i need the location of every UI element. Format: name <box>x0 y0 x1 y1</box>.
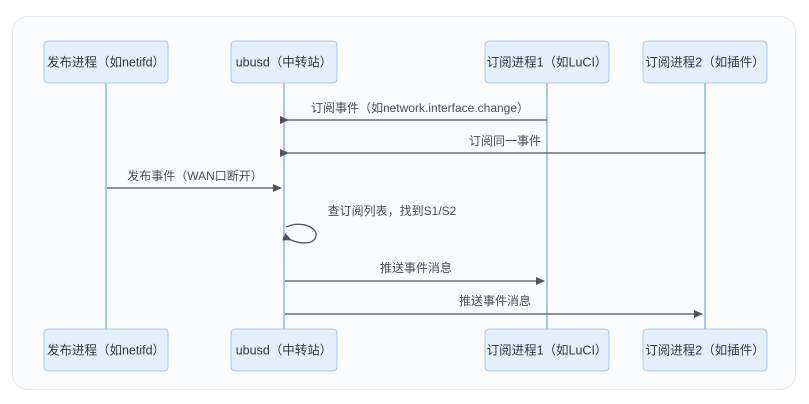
actor-bottom-publisher-label: 发布进程（如netifd） <box>47 342 165 357</box>
actor-bottom-subscriber1-label: 订阅进程1（如LuCI） <box>487 342 608 357</box>
actor-boxes-top: 发布进程（如netifd） ubusd（中转站） 订阅进程1（如LuCI） 订阅… <box>43 40 768 84</box>
actor-top-ubusd-box <box>230 40 338 84</box>
actor-top-ubusd[interactable]: ubusd（中转站） <box>230 40 338 84</box>
actor-top-subscriber2-box <box>642 40 768 84</box>
message-5[interactable]: 推送事件消息 <box>285 260 545 285</box>
actor-top-subscriber1[interactable]: 订阅进程1（如LuCI） <box>484 40 610 84</box>
actor-top-subscriber1-box <box>484 40 610 84</box>
actor-top-subscriber1-label: 订阅进程1（如LuCI） <box>487 54 608 69</box>
actor-bottom-subscriber2[interactable]: 订阅进程2（如插件） <box>642 328 768 372</box>
message-2-label: 订阅同一事件 <box>469 134 541 148</box>
message-1-label: 订阅事件（如network.interface.change） <box>311 100 529 115</box>
actor-bottom-ubusd-box <box>230 328 338 372</box>
message-3[interactable]: 发布事件（WAN口断开） <box>107 168 282 192</box>
actor-top-publisher-box <box>43 40 169 84</box>
messages-group: 订阅事件（如network.interface.change） 订阅同一事件 发… <box>107 100 705 318</box>
message-6[interactable]: 推送事件消息 <box>285 293 703 318</box>
lifelines-group <box>105 83 706 329</box>
actor-boxes-bottom: 发布进程（如netifd） ubusd（中转站） 订阅进程1（如LuCI） 订阅… <box>43 328 768 372</box>
message-1[interactable]: 订阅事件（如network.interface.change） <box>280 100 547 124</box>
message-5-label: 推送事件消息 <box>380 260 452 275</box>
message-4-label: 查订阅列表，找到S1/S2 <box>328 204 457 218</box>
actor-bottom-subscriber2-box <box>642 328 768 372</box>
actor-bottom-publisher-box <box>43 328 169 372</box>
actor-bottom-ubusd-label: ubusd（中转站） <box>236 342 333 357</box>
message-4-self-loop-path <box>282 223 317 244</box>
actor-top-subscriber2-label: 订阅进程2（如插件） <box>645 54 764 69</box>
actor-bottom-subscriber2-label: 订阅进程2（如插件） <box>645 342 764 357</box>
message-4-self[interactable]: 查订阅列表，找到S1/S2 <box>282 204 457 244</box>
actor-bottom-subscriber1-box <box>484 328 610 372</box>
actor-top-publisher-label: 发布进程（如netifd） <box>47 54 165 69</box>
actor-top-publisher[interactable]: 发布进程（如netifd） <box>43 40 169 84</box>
actor-bottom-subscriber1[interactable]: 订阅进程1（如LuCI） <box>484 328 610 372</box>
actor-top-subscriber2[interactable]: 订阅进程2（如插件） <box>642 40 768 84</box>
message-2[interactable]: 订阅同一事件 <box>280 134 705 157</box>
actor-bottom-publisher[interactable]: 发布进程（如netifd） <box>43 328 169 372</box>
actor-top-ubusd-label: ubusd（中转站） <box>236 54 333 69</box>
message-6-label: 推送事件消息 <box>459 293 531 308</box>
actor-bottom-ubusd[interactable]: ubusd（中转站） <box>230 328 338 372</box>
message-3-label: 发布事件（WAN口断开） <box>127 168 263 183</box>
